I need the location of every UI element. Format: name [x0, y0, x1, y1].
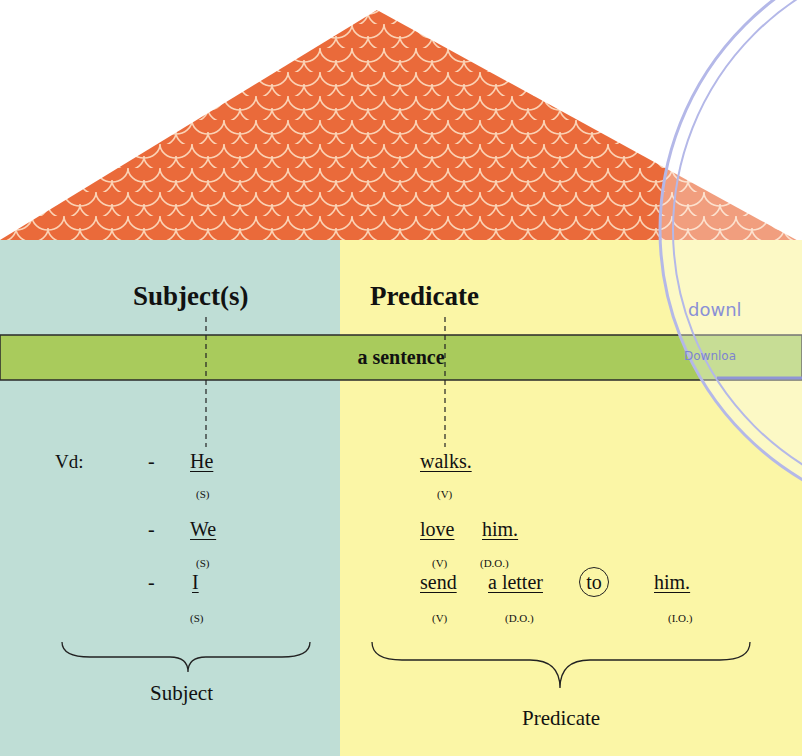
example-marker: Vd: — [55, 451, 84, 473]
watermark-circle — [673, 0, 802, 507]
role-tag: (V) — [432, 612, 447, 625]
brace-label: Subject — [150, 681, 213, 705]
role-tag: (S) — [196, 488, 209, 501]
brace — [62, 642, 310, 672]
circled-word: to — [579, 567, 609, 597]
object-word: him. — [482, 518, 518, 541]
watermark-text: Downloa — [684, 350, 736, 364]
watermark-circle — [660, 0, 802, 520]
verb-word: walks. — [420, 450, 472, 473]
watermark-text: downl — [688, 300, 742, 321]
verb-word: send — [420, 571, 457, 594]
circled-text: to — [586, 572, 602, 592]
column-heading: Subject(s) — [133, 281, 249, 312]
role-tag: (I.O.) — [668, 612, 692, 625]
dash: - — [148, 518, 155, 541]
object-word: him. — [654, 571, 690, 594]
subject-word: He — [190, 450, 213, 473]
role-tag: (D.O.) — [505, 612, 534, 625]
dashed-guide — [205, 317, 206, 447]
dash: - — [148, 450, 155, 473]
subject-word: I — [192, 571, 199, 594]
column-heading: Predicate — [370, 281, 479, 312]
role-tag: (V) — [432, 557, 447, 570]
sentence-band: a sentence — [0, 335, 802, 380]
role-tag: (S) — [190, 612, 203, 625]
dash: - — [148, 571, 155, 594]
object-word: a letter — [488, 571, 543, 594]
brace-label: Predicate — [522, 706, 600, 730]
band-label: a sentence — [357, 346, 444, 369]
role-tag: (V) — [437, 488, 452, 501]
dashed-guide — [444, 317, 445, 447]
watermark-line — [717, 377, 802, 380]
subject-panel: Subject(s)Vd:-He(S)-We(S)-I(S)Subject — [0, 240, 340, 756]
subject-word: We — [190, 518, 216, 541]
role-tag: (S) — [196, 557, 209, 570]
verb-word: love — [420, 518, 454, 541]
brace — [372, 642, 750, 688]
role-tag: (D.O.) — [480, 557, 509, 570]
